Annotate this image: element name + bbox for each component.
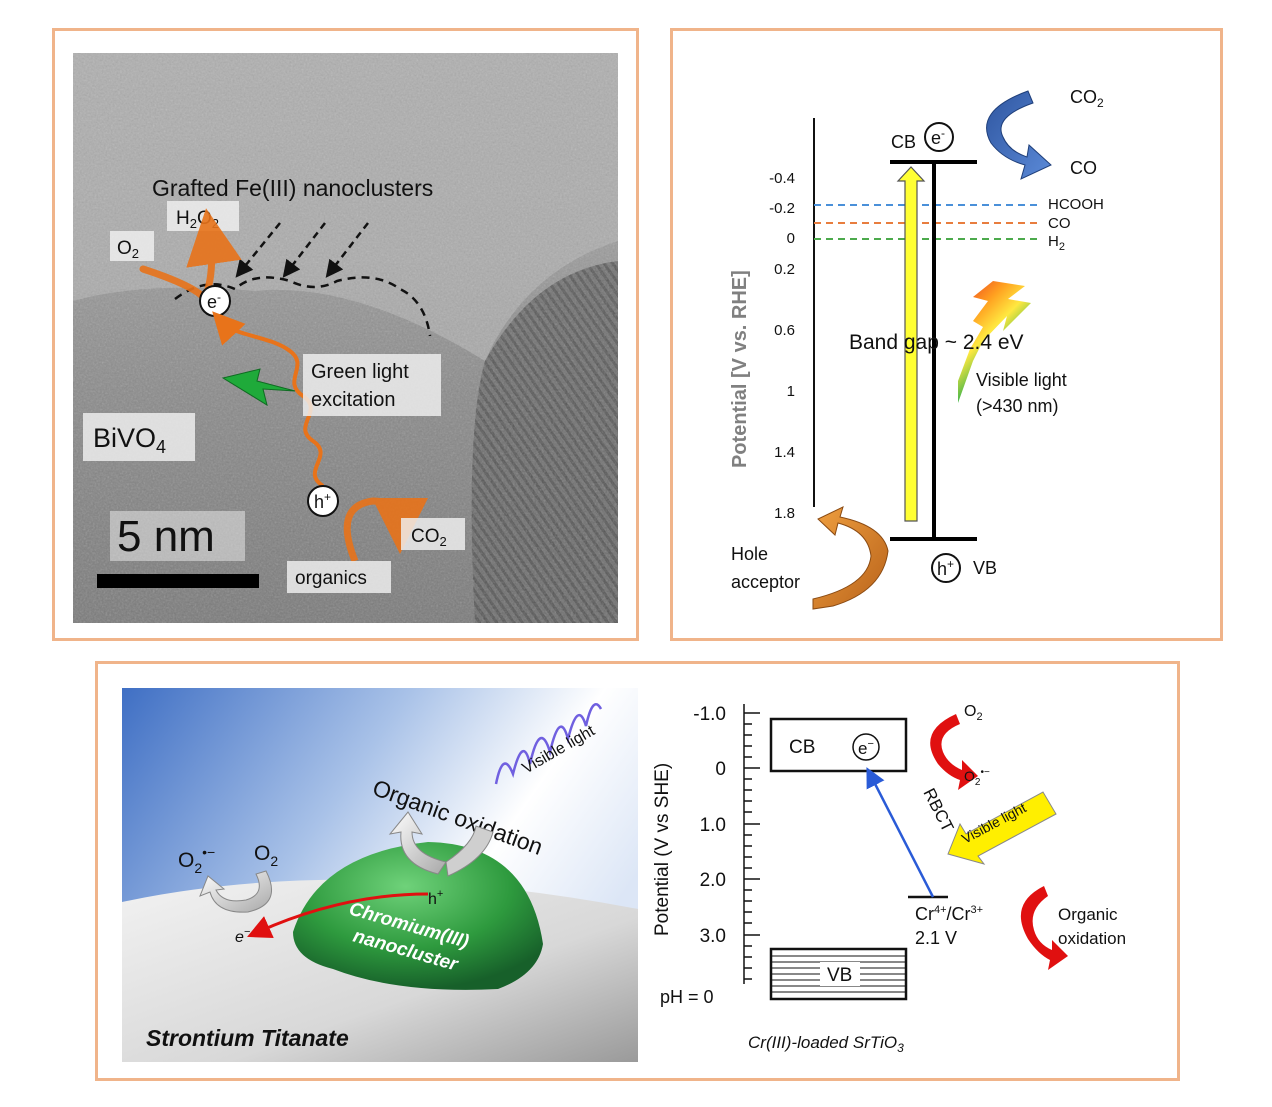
o2-reduction-arrow — [199, 870, 272, 913]
organic-line2: oxidation — [1058, 929, 1126, 948]
o2-label: O2 — [254, 842, 278, 869]
vb-label: VB — [973, 558, 997, 578]
green-light-line1: Green light — [311, 361, 409, 383]
cb-box — [769, 717, 908, 773]
h2-label: H2 — [1048, 233, 1065, 253]
electron-label: e- — [207, 290, 221, 312]
nanocluster-outline — [174, 276, 432, 337]
green-light-line2: excitation — [311, 389, 396, 411]
o2-label: O2 — [117, 238, 139, 261]
tem-figure: Grafted Fe(III) nanoclusters H2O2 O2 e- … — [73, 53, 618, 623]
organic-oxidation-red-arrow — [1020, 886, 1068, 970]
hole-circle — [931, 553, 961, 583]
co2-box — [401, 518, 465, 550]
tick-label: 0.2 — [774, 261, 795, 278]
tick-label: -0.2 — [769, 200, 795, 217]
she-tick-label: 1.0 — [700, 815, 726, 836]
band-diagram: Potential [V vs. RHE] -0.4 -0.2 0 0.2 0.… — [729, 87, 1104, 610]
rbct-label: RBCT — [919, 785, 957, 835]
scale-bar — [97, 574, 259, 588]
organic-oxidation-arrow — [343, 497, 428, 563]
hole-label: h+ — [314, 490, 331, 512]
cluster-arrow-3 — [325, 222, 369, 278]
electron-cb-label: e− — [858, 738, 874, 758]
hole-acceptor-arrow — [812, 506, 889, 610]
o2-radical-label: O2•− — [178, 844, 215, 876]
she-axis-title: Potential (V vs SHE) — [652, 763, 673, 936]
bivo4-label: BiVO4 — [93, 423, 166, 457]
tick-label: 1.8 — [774, 505, 795, 522]
hole-acceptor-line2: acceptor — [731, 572, 800, 592]
electron-transfer-arrow — [247, 892, 429, 939]
substrate-label: Strontium Titanate — [146, 1025, 349, 1051]
green-light-icon — [221, 368, 296, 407]
tick-label: 0 — [787, 230, 795, 247]
tick-label: 1.4 — [774, 444, 795, 461]
axis-title: Potential [V vs. RHE] — [729, 270, 751, 468]
electron-label: e− — [235, 926, 251, 946]
organic-oxidation-arrow-tail — [445, 825, 494, 877]
cluster-arrow-1 — [235, 222, 281, 278]
o2-right-label: O2 — [964, 703, 983, 723]
cb-label: CB — [891, 132, 916, 152]
hole-acceptor-line1: Hole — [731, 544, 768, 564]
band-gap-label: Band gap ~ 2.4 eV — [849, 331, 1024, 354]
cluster-arrow-2 — [282, 222, 326, 278]
organics-box — [287, 561, 391, 593]
co2-label: CO2 — [1070, 87, 1104, 110]
cr-couple-label: Cr4+/Cr3+ — [915, 904, 983, 924]
electron-circle — [924, 122, 954, 152]
chromium-nanocluster — [293, 842, 543, 990]
she-tick-label: -1.0 — [693, 704, 726, 725]
hcooh-label: HCOOH — [1048, 196, 1104, 213]
caption: Cr(III)-loaded SrTiO3 — [748, 1033, 904, 1055]
excitation-arrow — [896, 166, 926, 522]
co-level-label: CO — [1048, 215, 1071, 232]
co2-reduction-arrow — [986, 90, 1052, 180]
chromium-figure: Visible light Organic oxidation h+ e− O2… — [122, 688, 1126, 1062]
scale-label: 5 nm — [117, 512, 215, 561]
she-tick-label: 0 — [715, 759, 726, 780]
scale-box — [110, 511, 245, 561]
hole-circle — [307, 485, 339, 517]
cb-label: CB — [789, 737, 815, 758]
electron-label: e- — [931, 126, 945, 148]
bivo4-box — [83, 413, 195, 461]
vb-label-bg — [820, 962, 860, 986]
co2-label: CO2 — [411, 526, 447, 549]
panel-tem-bivo4: Grafted Fe(III) nanoclusters H2O2 O2 e- … — [52, 28, 639, 641]
she-axis-ticks — [744, 712, 760, 980]
tick-label: -0.4 — [769, 170, 795, 187]
hole-label: h+ — [428, 888, 443, 908]
visible-light-wave — [494, 703, 603, 785]
hole-label: h+ — [937, 557, 954, 579]
ph-label: pH = 0 — [660, 987, 714, 1007]
visible-light-bolt-icon — [958, 281, 1031, 403]
electron-circle — [852, 733, 880, 761]
tick-label: 1 — [787, 383, 795, 400]
cr-potential-label: 2.1 V — [915, 928, 957, 948]
organics-label: organics — [295, 568, 367, 589]
o2-box — [110, 231, 154, 261]
o2-reduction-red-arrow — [930, 714, 978, 790]
visible-light-line2: (>430 nm) — [976, 396, 1059, 416]
panel-band-diagram-rhe: Potential [V vs. RHE] -0.4 -0.2 0 0.2 0.… — [670, 28, 1223, 641]
organic-line1: Organic — [1058, 905, 1118, 924]
she-tick-label: 3.0 — [700, 926, 726, 947]
tick-label: 0.6 — [774, 322, 795, 339]
co-product-label: CO — [1070, 158, 1097, 178]
visible-light-line1: Visible light — [976, 370, 1067, 390]
she-tick-label: 2.0 — [700, 870, 726, 891]
organic-oxidation-arrow — [388, 811, 447, 875]
visible-light-arrow — [947, 791, 1057, 865]
clusters-label: Grafted Fe(III) nanoclusters — [152, 175, 433, 201]
vb-label: VB — [827, 965, 852, 986]
panel-chromium-srtio3: Visible light Organic oxidation h+ e− O2… — [95, 661, 1180, 1081]
green-light-box — [303, 354, 441, 416]
o2-radical-right-label: O2•− — [964, 767, 990, 788]
rbct-arrow — [866, 767, 935, 898]
